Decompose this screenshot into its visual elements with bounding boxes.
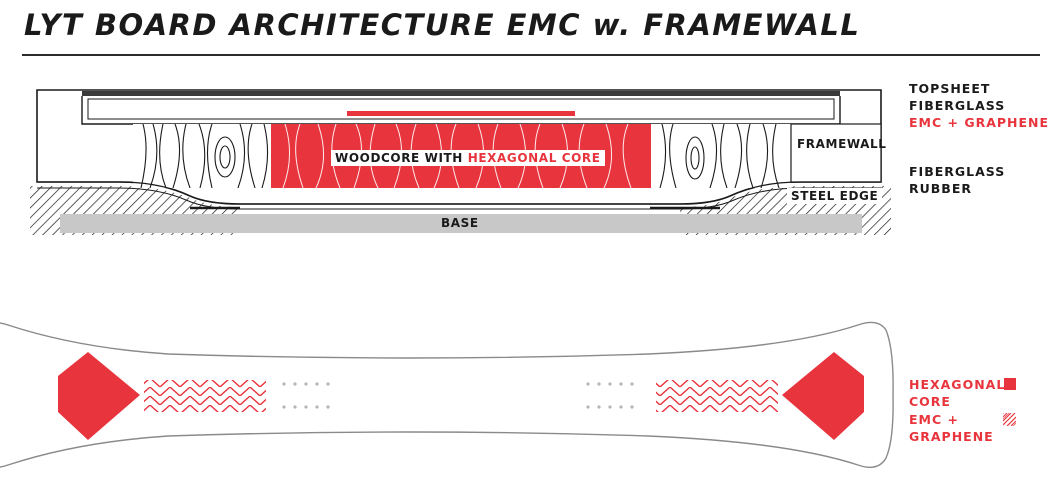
title-rule xyxy=(22,54,1040,56)
hexagonal-core-swatch xyxy=(1004,378,1016,390)
legend-hexagonal-core-line1: HEXAGONAL xyxy=(909,377,1006,392)
woodcore-label-highlight: HEXAGONAL CORE xyxy=(467,151,601,165)
binding-inserts-left xyxy=(282,382,330,409)
legend-hexagonal-core-line2: CORE xyxy=(909,394,951,409)
base-layer xyxy=(60,214,862,233)
legend-emc-line1: EMC + xyxy=(909,412,959,427)
fiberglass-bottom xyxy=(37,181,881,205)
legend-hexagonal-core: HEXAGONAL CORE xyxy=(909,376,1005,410)
legend-emc-graphene: EMC + GRAPHENE xyxy=(909,115,1050,130)
legend-fiberglass-top: FIBERGLASS xyxy=(909,98,1006,113)
legend-fiberglass-bottom: FIBERGLASS xyxy=(909,164,1006,179)
binding-inserts-right xyxy=(586,382,634,409)
steel-edge-label: STEEL EDGE xyxy=(787,188,883,204)
framewall-label: FRAMEWALL xyxy=(797,137,887,151)
page-title: LYT BOARD ARCHITECTURE EMC w. FRAMEWALL xyxy=(24,8,861,42)
woodcore-label: WOODCORE WITH HEXAGONAL CORE xyxy=(331,150,605,166)
base-label: BASE xyxy=(441,216,479,230)
emc-graphene-left xyxy=(144,380,266,412)
topsheet-layer xyxy=(82,91,840,96)
emc-graphene-right xyxy=(656,380,778,412)
legend-topsheet: TOPSHEET xyxy=(909,81,991,96)
rubber-layer xyxy=(37,187,881,210)
framewall-block xyxy=(790,123,882,183)
emc-graphene-strip xyxy=(347,111,575,116)
board-top-view xyxy=(0,321,894,468)
legend-emc-line2: GRAPHENE xyxy=(909,429,994,444)
board-shape xyxy=(0,321,894,468)
fiberglass-top xyxy=(87,98,835,120)
hexagonal-core-left xyxy=(58,352,140,440)
legend-bottom-layers: FIBERGLASS RUBBER xyxy=(909,163,1005,197)
legend-rubber: RUBBER xyxy=(909,181,972,196)
legend-emc-graphene-board: EMC + GRAPHENE xyxy=(909,411,994,445)
woodcore-label-prefix: WOODCORE WITH xyxy=(335,151,468,165)
legend-top-layers: TOPSHEET FIBERGLASS EMC + GRAPHENE xyxy=(909,80,1049,131)
hexagonal-core-right xyxy=(782,352,864,440)
emc-graphene-swatch xyxy=(1003,413,1016,426)
